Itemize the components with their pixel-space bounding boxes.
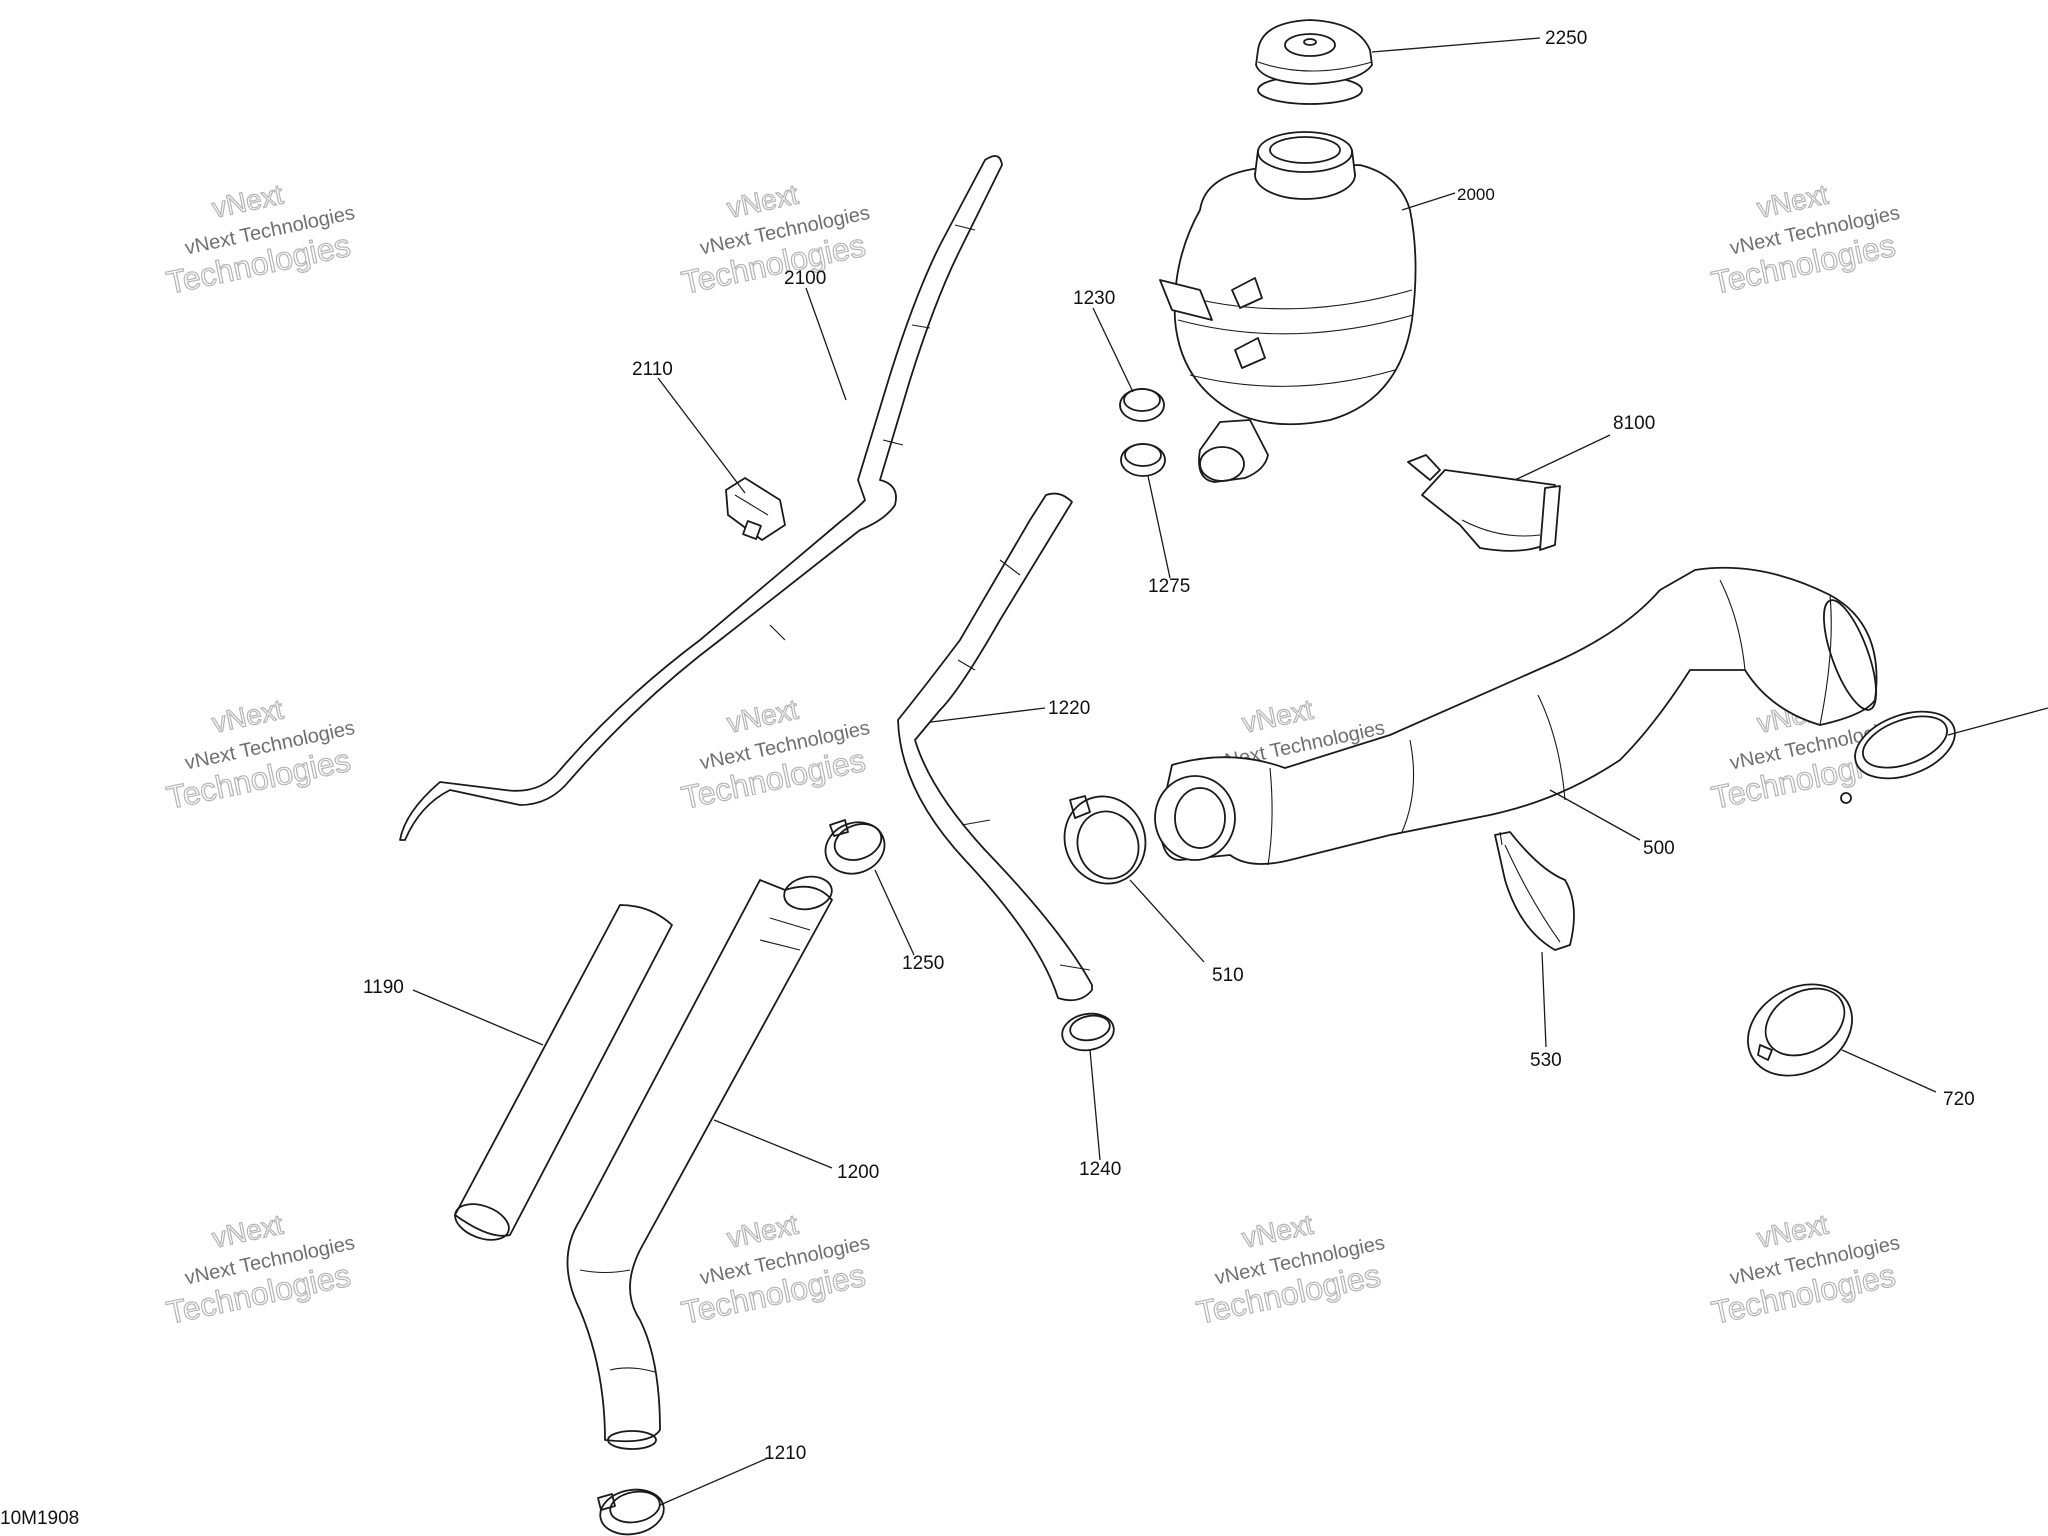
leader-1210	[659, 1457, 769, 1506]
leader-1275	[1147, 475, 1171, 579]
svg-text:vNext: vNext	[724, 179, 801, 224]
watermark: vNext vNext Technologies Technologies	[1708, 1208, 1902, 1331]
watermark: vNext vNext Technologies Technologies	[163, 178, 357, 301]
leader-2100	[805, 287, 847, 401]
watermark: vNext vNext Technologies Technologies	[678, 178, 872, 301]
drawing-code: 10M1908	[0, 1508, 79, 1529]
part-1250-clamp	[824, 819, 886, 875]
svg-text:vNext: vNext	[209, 694, 286, 739]
callout-2000: 2000	[1457, 185, 1495, 204]
leader-8100	[1514, 434, 1611, 481]
svg-text:vNext: vNext	[1754, 1209, 1831, 1254]
leader-2250	[1371, 37, 1541, 53]
watermark: vNext vNext Technologies Technologies	[1193, 1208, 1387, 1331]
callout-1230: 1230	[1073, 288, 1115, 309]
svg-text:vNext: vNext	[724, 1209, 801, 1254]
part-1190-tube	[454, 904, 673, 1241]
callout-2250: 2250	[1545, 28, 1587, 49]
leader-right-clamp	[1947, 707, 2048, 736]
leader-lines	[412, 37, 2048, 1506]
watermark: vNext vNext Technologies Technologies	[678, 1208, 872, 1331]
part-720-clamp	[1747, 983, 1853, 1077]
leader-500	[1549, 789, 1641, 841]
leader-2110	[657, 377, 746, 494]
part-1220-hose	[897, 492, 1093, 1002]
callout-8100: 8100	[1613, 413, 1655, 434]
part-8100-bracket	[1407, 454, 1561, 552]
watermark: vNext vNext Technologies Technologies	[1708, 178, 1902, 301]
svg-text:vNext: vNext	[209, 179, 286, 224]
part-1230-clamp	[1119, 388, 1165, 422]
watermark-layer: vNext vNext Technologies Technologies vN…	[163, 178, 1902, 1331]
callout-1275: 1275	[1148, 576, 1190, 597]
callout-1240: 1240	[1079, 1159, 1121, 1180]
part-right-clamp	[1840, 710, 1956, 804]
callout-1200: 1200	[837, 1162, 879, 1183]
leader-1190	[412, 989, 544, 1046]
part-1200-tube	[566, 875, 833, 1450]
watermark: vNext vNext Technologies Technologies	[678, 693, 872, 816]
callout-720: 720	[1943, 1089, 1975, 1110]
callout-510: 510	[1212, 965, 1244, 986]
callout-1190: 1190	[363, 977, 404, 998]
part-2110-connector	[725, 477, 786, 541]
leader-1240	[1089, 1049, 1101, 1161]
svg-text:vNext: vNext	[209, 1209, 286, 1254]
svg-text:vNext: vNext	[1754, 179, 1831, 224]
svg-text:vNext: vNext	[724, 694, 801, 739]
callout-1250: 1250	[902, 953, 944, 974]
leader-1250	[874, 869, 915, 956]
leader-2000	[1401, 192, 1456, 211]
leader-1200	[713, 1119, 833, 1169]
callout-500: 500	[1643, 838, 1675, 859]
part-1275-clamp	[1120, 443, 1166, 477]
part-2100-tube	[399, 155, 1003, 841]
part-2000-reservoir	[1159, 131, 1417, 483]
part-530-strap	[1494, 831, 1575, 951]
callout-labels: 2250 2000 2100 2110 1230 1275 8100 1220 …	[363, 28, 1975, 1464]
part-1210-clamp	[597, 1488, 665, 1536]
part-1240-clamp	[1061, 1012, 1115, 1052]
leader-720	[1841, 1049, 1937, 1093]
svg-text:vNext: vNext	[1239, 694, 1316, 739]
callout-530: 530	[1530, 1050, 1562, 1071]
leader-1220	[930, 707, 1046, 723]
svg-text:vNext: vNext	[1239, 1209, 1316, 1254]
callout-1210: 1210	[764, 1443, 806, 1464]
leader-530	[1541, 951, 1547, 1048]
part-510-clamp	[1063, 795, 1147, 885]
leader-510	[1129, 879, 1205, 963]
leader-1230	[1092, 307, 1134, 393]
part-2250-cap	[1255, 19, 1373, 105]
watermark: vNext vNext Technologies Technologies	[163, 1208, 357, 1331]
callout-2110: 2110	[632, 359, 673, 380]
callout-2100: 2100	[784, 268, 826, 289]
callout-1220: 1220	[1048, 698, 1090, 719]
part-500-main-hose	[1154, 566, 1878, 866]
watermark: vNext vNext Technologies Technologies	[163, 693, 357, 816]
